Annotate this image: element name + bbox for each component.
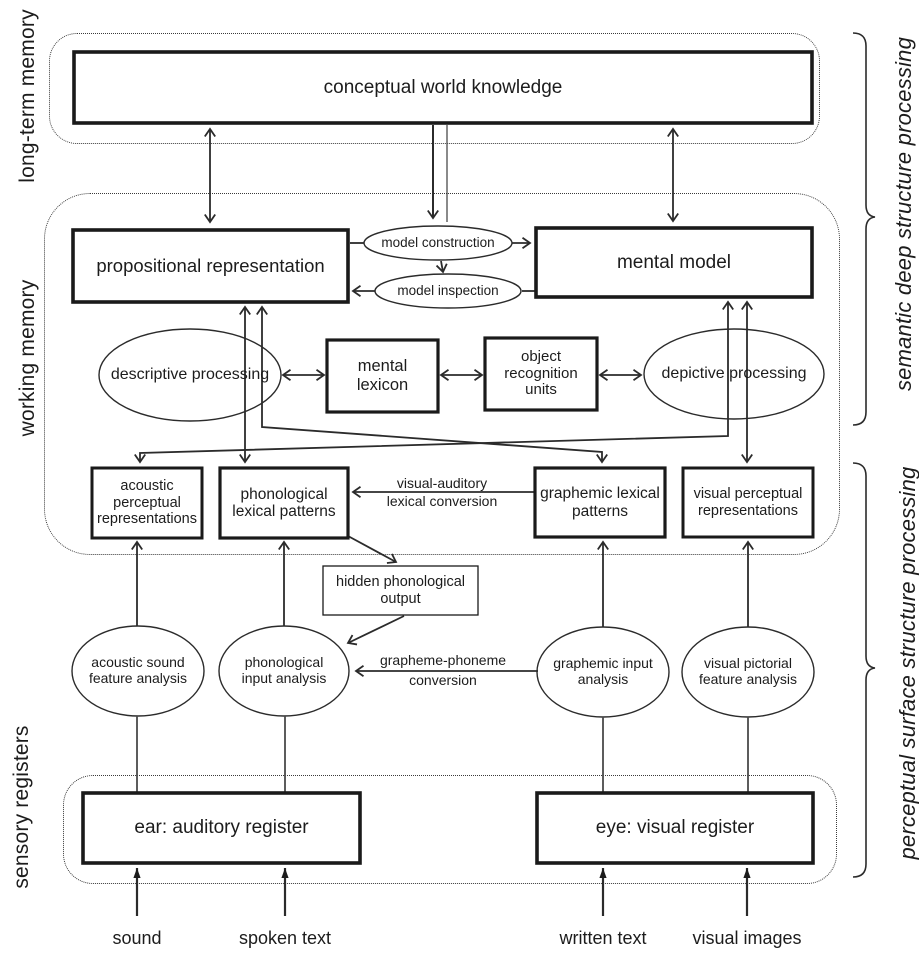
- object-recognition-units-box: [483, 336, 599, 412]
- depictive-processing-ellipse: [643, 328, 825, 420]
- acoustic-sound-feature-analysis-ellipse: [71, 625, 205, 717]
- mental-model-box: [534, 226, 814, 299]
- arrow-construction-inspection: [435, 260, 448, 274]
- phonological-lexical-patterns-box: [218, 466, 350, 540]
- arrow-phonological-hiddenoutput: [347, 535, 398, 564]
- long-term-memory-container: [49, 33, 820, 144]
- brace-semantic-deep: [852, 32, 876, 426]
- working-memory-container: [44, 193, 840, 555]
- graphemic-lexical-patterns-box: [533, 466, 667, 539]
- eye-visual-register-box: [535, 791, 815, 865]
- ear-auditory-register-box: [81, 791, 362, 865]
- visual-pictorial-feature-analysis-ellipse: [681, 626, 815, 718]
- brace-perceptual-surface: [852, 462, 876, 878]
- acoustic-perceptual-representations-box: [90, 466, 204, 540]
- sensory-registers-container: [63, 775, 837, 884]
- propositional-representation-box: [71, 228, 350, 304]
- mental-lexicon-box: [325, 338, 440, 414]
- arrow-hiddenoutput-inputanalysis: [346, 615, 405, 646]
- hidden-phonological-output-box: [322, 565, 479, 616]
- descriptive-processing-ellipse: [98, 328, 282, 422]
- visual-perceptual-representations-box: [681, 466, 815, 539]
- graphemic-input-analysis-ellipse: [536, 626, 670, 718]
- model-inspection-ellipse: [374, 273, 522, 309]
- model-construction-ellipse: [363, 225, 513, 261]
- conceptual-world-knowledge-box: [72, 50, 814, 125]
- arrow-mentalmodel-acoustic: [134, 300, 734, 464]
- phonological-input-analysis-ellipse: [218, 625, 350, 717]
